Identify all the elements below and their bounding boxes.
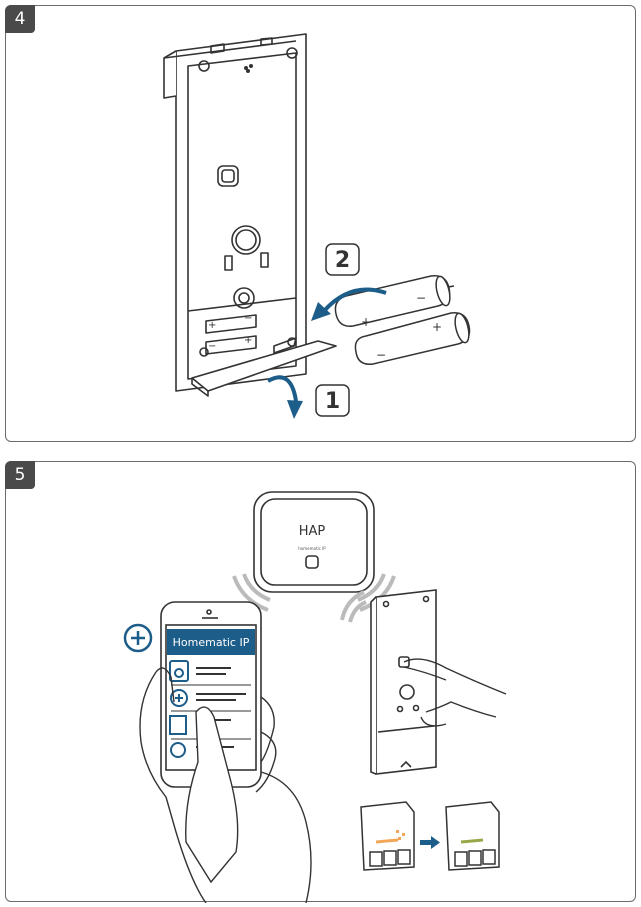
download-icon [169,715,187,735]
app-header-bar [167,629,255,655]
plus-mark: + [361,315,371,329]
radio-waves-left [232,573,271,612]
pointing-finger [185,706,239,884]
radio-waves-device [340,590,367,623]
pairing-illustration: HAP homematic IP Homematic IP [123,491,507,903]
minus-mark: − [376,348,386,362]
callout-1: 1 [315,384,350,417]
open-cover-arrow-head [287,400,303,419]
step-5-badge: 5 [5,461,35,489]
blinking-indicator [396,830,405,840]
plus-mark: + [432,320,442,334]
add-device-icon [170,689,188,707]
step-4-badge: 4 [5,5,35,33]
aa-battery [354,312,471,365]
led-status-before [360,801,415,871]
status-arrow [420,836,440,849]
step-4-panel: 4 [5,5,636,442]
open-cover-arrow [267,375,298,402]
led-status-after [445,801,500,871]
callout-2: 2 [325,243,360,276]
hand-holding-phone [139,667,312,903]
insert-arrow-head [311,302,331,321]
step-5-panel: 5 HAP homematic IP Hom [5,461,636,903]
app-title: Homematic IP [173,636,250,649]
doorbell-device [370,589,437,775]
battery-insertion-illustration: + − − + + − + − 2 1 [163,33,471,419]
device-back-plate [163,33,337,397]
hap-label: HAP [299,524,326,539]
device-list-icon [169,660,189,682]
callout-2-label: 2 [335,248,350,273]
hap-brand-label: homematic IP [298,546,326,551]
minus-mark: − [208,341,216,352]
minus-mark: − [416,291,426,305]
plus-mark: + [244,335,252,346]
access-point-device [253,491,375,593]
minus-mark: − [244,313,252,324]
insert-arrow [322,287,387,313]
plus-mark: + [208,320,216,331]
callout-1-label: 1 [325,389,340,414]
hand-pressing-button [403,658,507,727]
aa-battery [334,275,455,327]
settings-gear-icon [170,742,186,758]
add-plus-icon [123,623,153,653]
